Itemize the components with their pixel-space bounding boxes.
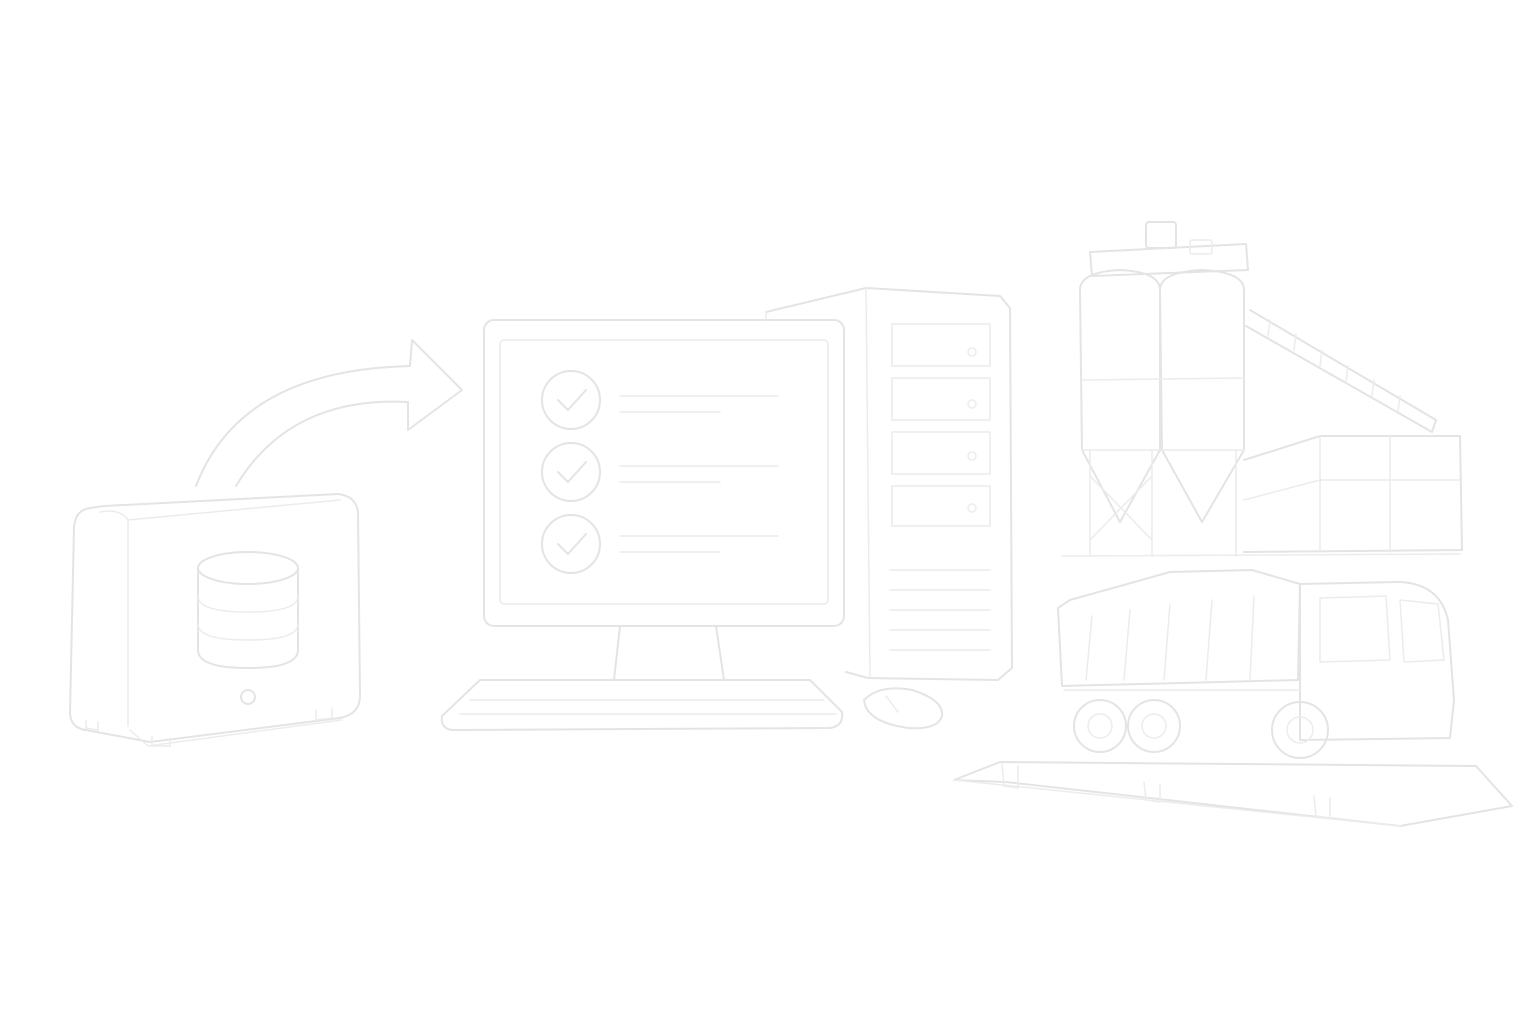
- database-icon: [197, 551, 299, 669]
- desktop-computer-icon: [483, 319, 845, 681]
- concrete-batching-plant-icon: [1061, 221, 1463, 557]
- truck-scale-icon: [953, 761, 1513, 827]
- dump-truck-icon: [1057, 569, 1455, 759]
- computer-tower-icon: [765, 287, 1013, 681]
- mouse-icon: [863, 687, 944, 730]
- database-server-icon: [69, 493, 361, 747]
- checklist-icon: [541, 370, 779, 574]
- transfer-arrow-icon: [195, 339, 463, 487]
- keyboard-icon: [440, 679, 844, 731]
